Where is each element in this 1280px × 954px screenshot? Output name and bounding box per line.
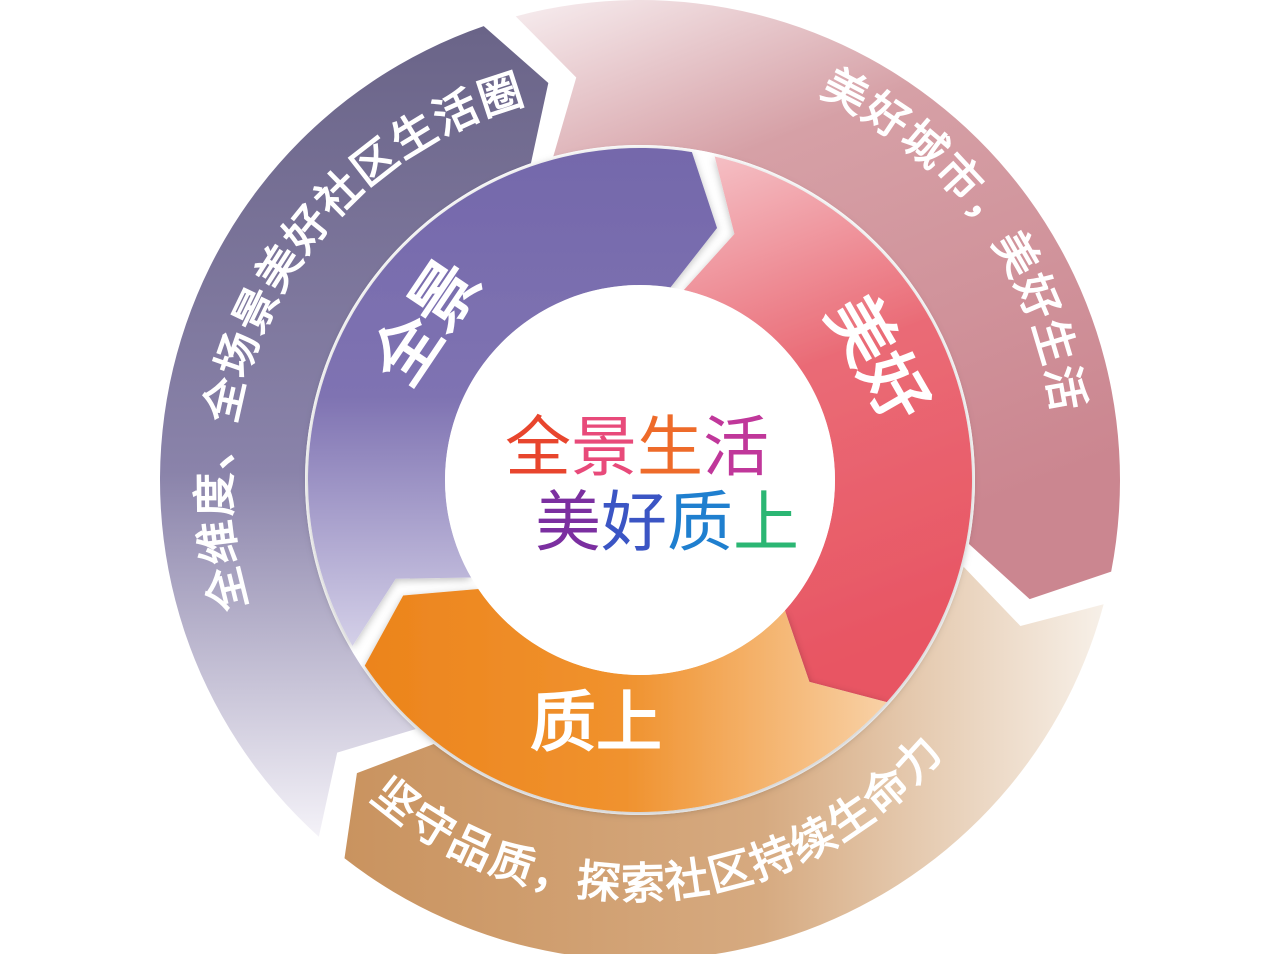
outer-segment-zhishang [344, 566, 1104, 954]
inner-segment-zhishang [364, 589, 887, 812]
center-line-1: 全景生活 [505, 409, 769, 486]
inner-label-zhishang: 质上 [530, 684, 662, 761]
center-title: 全景生活 美好质上 [505, 409, 799, 561]
outer-segment-meihao [515, 0, 1120, 600]
inner-segment-quanjing [308, 148, 718, 646]
center-line-2: 美好质上 [535, 484, 799, 561]
center-hub [445, 285, 835, 675]
outer-segment-quanjing [159, 26, 549, 837]
inner-segment-meihao [683, 156, 972, 703]
